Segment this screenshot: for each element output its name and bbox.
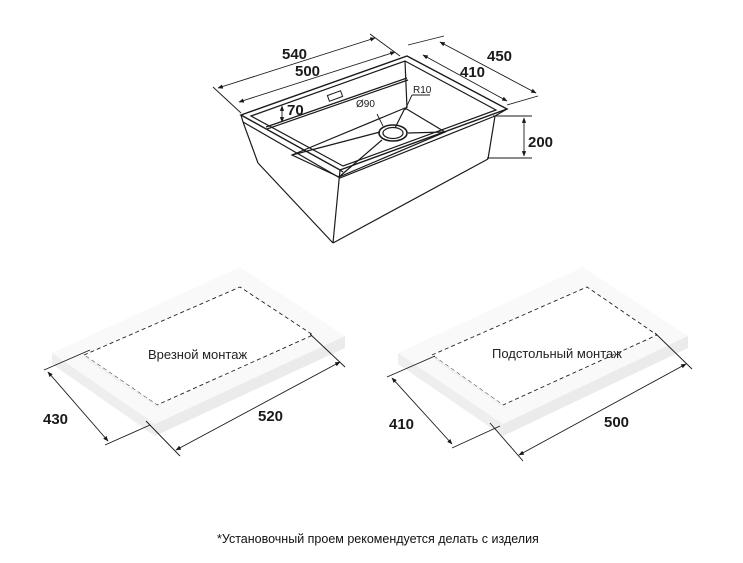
dim-inner-length: 500: [295, 63, 320, 80]
dim-rim-offset: 70: [287, 102, 304, 119]
cutout-undermount-title: Подстольный монтаж: [492, 346, 622, 361]
cutout-inset-width: 430: [43, 411, 68, 428]
sink-illustration: [239, 55, 509, 244]
sink-dimension-labels: 540 500 450 410 200 70 Ø90 R10: [282, 46, 553, 151]
dim-depth: 200: [528, 134, 553, 151]
cutout-inset-length: 520: [258, 408, 283, 425]
footnote: *Установочный проем рекомендуется делать…: [217, 532, 539, 546]
dim-inner-width: 410: [460, 64, 485, 81]
sink-dimension-lines: [212, 33, 539, 159]
dim-outer-width: 450: [487, 48, 512, 65]
dim-corner-radius: R10: [413, 85, 432, 96]
dim-outer-length: 540: [282, 46, 307, 63]
dim-drain-diameter: Ø90: [356, 99, 375, 110]
cutout-undermount: Подстольный монтаж 410 500: [386, 267, 693, 462]
cutout-undermount-length: 500: [604, 414, 629, 431]
cutout-inset-mount: Врезной монтаж 430 520: [43, 267, 346, 457]
cutout-undermount-width: 410: [389, 416, 414, 433]
cutout-inset-title: Врезной монтаж: [148, 347, 247, 362]
